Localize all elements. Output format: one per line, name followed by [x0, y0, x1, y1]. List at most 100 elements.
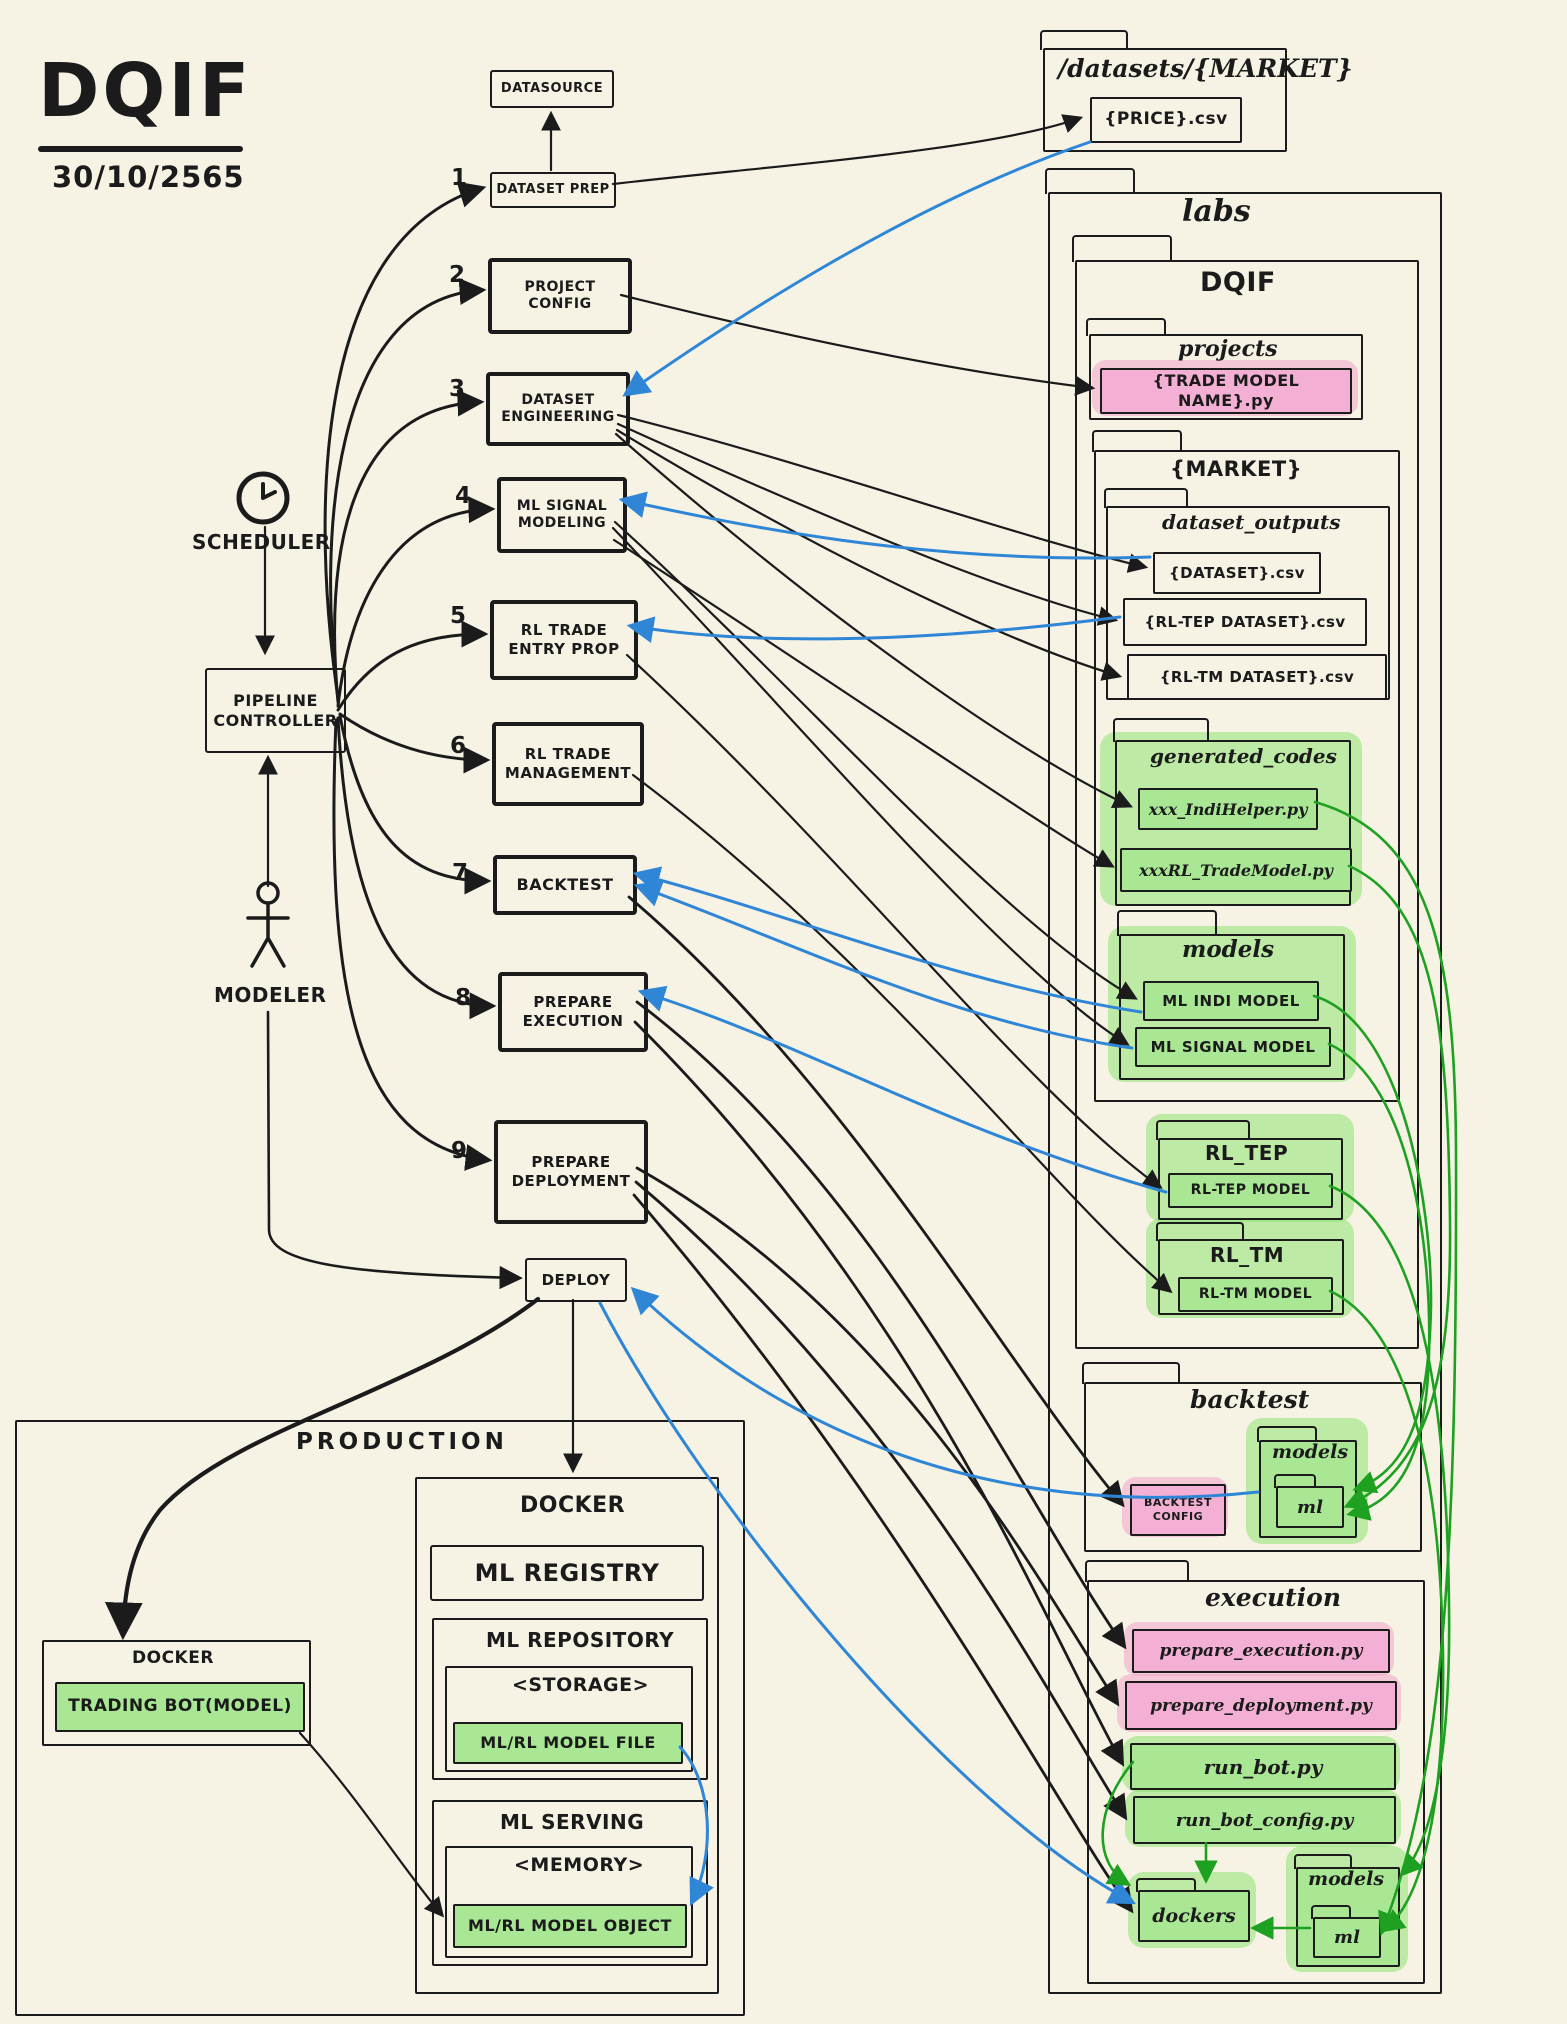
- prepare-execution-file[interactable]: prepare_execution.py: [1132, 1629, 1390, 1673]
- backtest-folder-label: backtest: [1190, 1385, 1310, 1414]
- dqif-folder-label: DQIF: [1200, 267, 1276, 298]
- production-label: PRODUCTION: [296, 1429, 508, 1455]
- price-csv-file[interactable]: {PRICE}.csv: [1090, 97, 1242, 143]
- rl-tep-folder-tab: [1156, 1120, 1250, 1140]
- trade-model-name-file[interactable]: {TRADE MODEL NAME}.py: [1100, 368, 1352, 414]
- arrow-ctrl-step3: [333, 389, 485, 704]
- execution-ml-folder-box: ml: [1313, 1917, 1381, 1958]
- prepare-deployment-file[interactable]: prepare_deployment.py: [1125, 1681, 1397, 1730]
- dataset-outputs-folder-tab: [1104, 488, 1188, 508]
- datasets-folder-tab: [1040, 30, 1128, 50]
- memory-label: <MEMORY>: [514, 1854, 645, 1876]
- date-label: 30/10/2565: [52, 160, 245, 194]
- dqif-folder-tab: [1072, 235, 1172, 262]
- datasource-box[interactable]: DATASOURCE: [490, 70, 614, 108]
- step-rl-trade-management[interactable]: RL TRADE MANAGEMENT: [492, 722, 644, 806]
- rl-tm-dataset-csv-file[interactable]: {RL-TM DATASET}.csv: [1127, 654, 1387, 700]
- step-prepare-execution[interactable]: PREPARE EXECUTION: [498, 972, 648, 1052]
- ml-rl-model-object-file[interactable]: ML/RL MODEL OBJECT: [453, 1904, 687, 1948]
- step-rl-trade-entry-prop[interactable]: RL TRADE ENTRY PROP: [490, 600, 638, 680]
- step-num-7: 7: [452, 860, 469, 886]
- step-num-8: 8: [455, 985, 472, 1011]
- ml-repository-label: ML REPOSITORY: [486, 1628, 675, 1652]
- dockers-folder-box: dockers: [1138, 1890, 1250, 1942]
- title-underline: [38, 146, 243, 152]
- step-num-6: 6: [450, 733, 467, 759]
- storage-label: <STORAGE>: [512, 1674, 650, 1696]
- arrow-step3-rltepdataset: [616, 422, 1119, 626]
- step-num-1: 1: [451, 165, 468, 191]
- rl-tep-model-file[interactable]: RL-TEP MODEL: [1168, 1173, 1333, 1208]
- market-folder-tab: [1092, 430, 1182, 452]
- arrow-ctrl-step8: [336, 716, 497, 1020]
- market-folder-label: {MARKET}: [1170, 457, 1303, 481]
- labs-folder-tab: [1045, 168, 1135, 194]
- datasets-folder-box: [1043, 48, 1287, 152]
- indihelper-file[interactable]: xxx_IndiHelper.py: [1138, 788, 1318, 830]
- arrow-datasetprep-price: [611, 114, 1084, 186]
- step-prepare-deployment[interactable]: PREPARE DEPLOYMENT: [494, 1120, 648, 1224]
- modeler-label: MODELER: [214, 983, 327, 1007]
- ml-serving-label: ML SERVING: [500, 1810, 645, 1834]
- step-num-4: 4: [455, 483, 472, 509]
- scheduler-label: SCHEDULER: [192, 530, 331, 554]
- execution-folder-tab: [1085, 1560, 1189, 1582]
- step-backtest[interactable]: BACKTEST: [493, 855, 637, 915]
- dataset-csv-file[interactable]: {DATASET}.csv: [1153, 552, 1321, 594]
- arrow-step2-trademodel: [619, 293, 1096, 396]
- generated-codes-folder-tab: [1113, 718, 1209, 742]
- projects-folder-label: projects: [1178, 336, 1278, 362]
- ml-registry-box[interactable]: ML REGISTRY: [430, 1545, 704, 1601]
- ml-rl-model-file[interactable]: ML/RL MODEL FILE: [453, 1722, 683, 1764]
- pipeline-controller-box[interactable]: PIPELINE CONTROLLER: [205, 668, 346, 753]
- backtest-folder-tab: [1082, 1362, 1180, 1384]
- clock-icon: [236, 471, 290, 525]
- arrow-step3-rltmdataset: [615, 428, 1123, 681]
- execution-ml-folder-label: ml: [1334, 1927, 1360, 1948]
- docker-bot-box: [42, 1640, 311, 1746]
- step-ml-signal-modeling[interactable]: ML SIGNAL MODELING: [497, 477, 627, 553]
- arrow-step4-trademodelpy: [612, 538, 1115, 868]
- execution-models-folder-label: models: [1308, 1868, 1385, 1890]
- step-dataset-prep[interactable]: DATASET PREP: [490, 172, 616, 208]
- rl-tep-dataset-csv-file[interactable]: {RL-TEP DATASET}.csv: [1123, 598, 1367, 646]
- step-num-5: 5: [450, 603, 467, 629]
- arrow-ctrl-step4: [336, 496, 496, 708]
- step-project-config[interactable]: PROJECT CONFIG: [488, 258, 632, 334]
- generated-codes-folder-label: generated_codes: [1150, 744, 1337, 768]
- models-folder-tab: [1117, 910, 1217, 936]
- step-num-2: 2: [449, 262, 466, 288]
- rl-tm-folder-label: RL_TM: [1210, 1243, 1285, 1267]
- dockers-folder-tab: [1136, 1878, 1196, 1892]
- deploy-box[interactable]: DEPLOY: [525, 1258, 627, 1302]
- step-num-9: 9: [451, 1138, 468, 1164]
- arrow-ctrl-step5: [336, 620, 489, 712]
- labs-folder-label: labs: [1182, 194, 1251, 229]
- dockers-folder-label: dockers: [1152, 1905, 1236, 1927]
- models-folder-label: models: [1182, 936, 1275, 963]
- backtest-ml-folder-label: ml: [1297, 1496, 1323, 1518]
- run-bot-file[interactable]: run_bot.py: [1130, 1743, 1396, 1790]
- run-bot-config-file[interactable]: run_bot_config.py: [1133, 1796, 1396, 1844]
- modeler-icon: [246, 881, 290, 968]
- rl-tep-folder-label: RL_TEP: [1205, 1141, 1289, 1165]
- docker-bot-label: DOCKER: [132, 1648, 214, 1668]
- ml-signal-model-file[interactable]: ML SIGNAL MODEL: [1135, 1027, 1331, 1067]
- execution-folder-label: execution: [1205, 1583, 1342, 1612]
- rl-tm-model-file[interactable]: RL-TM MODEL: [1178, 1277, 1333, 1312]
- backtest-ml-folder-box: ml: [1276, 1486, 1344, 1528]
- backtest-config-file[interactable]: BACKTEST CONFIG: [1130, 1484, 1226, 1536]
- dataset-outputs-folder-label: dataset_outputs: [1162, 510, 1341, 534]
- page-title: DQIF: [38, 48, 253, 134]
- docker-main-label: DOCKER: [520, 1493, 626, 1518]
- arrow-ctrl-step9: [332, 718, 493, 1171]
- trading-bot-file[interactable]: TRADING BOT(MODEL): [55, 1682, 305, 1732]
- arrow-modeler-deploy: [266, 1010, 523, 1290]
- step-dataset-engineering[interactable]: DATASET ENGINEERING: [486, 372, 630, 446]
- arrow-price-step3: [622, 140, 1092, 397]
- rl-trademodel-file[interactable]: xxxRL_TradeModel.py: [1120, 848, 1352, 892]
- ml-indi-model-file[interactable]: ML INDI MODEL: [1143, 981, 1319, 1021]
- arrow-rltepdataset-step5: [626, 615, 1122, 643]
- step-num-3: 3: [449, 376, 466, 402]
